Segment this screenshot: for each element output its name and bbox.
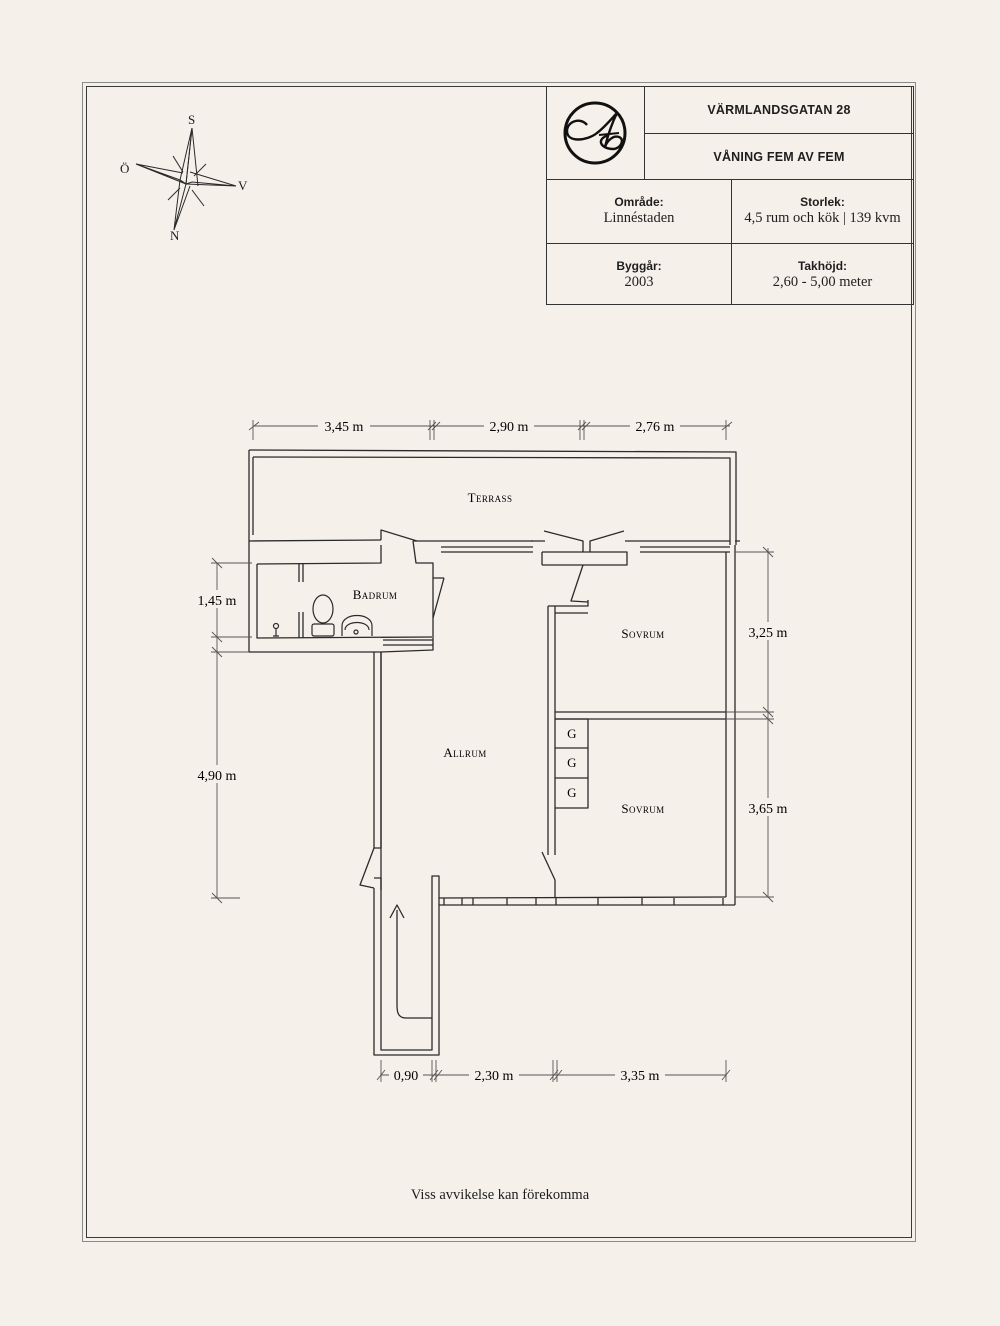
compass-rose-icon [135,127,237,231]
ceiling-height-value: 2,60 - 5,00 meter [772,274,873,290]
size-cell: Storlek: 4,5 rum och kök | 139 kvm [732,180,913,244]
bathroom-walls [248,540,444,890]
wardrobe-label-3: G [567,785,577,800]
wardrobe-label-2: G [567,755,577,770]
entrance-door [359,847,375,889]
sink-icon [341,614,373,636]
room-label-living: Allrum [443,745,486,760]
bathroom-partition [298,563,304,638]
compass-label-v: V [238,178,248,193]
stair-arrow [389,904,432,1019]
bedroom2-door [541,851,556,897]
dim-top-2: 2,90 m [490,420,529,435]
living-left-wall [373,652,382,896]
area-value: Linnéstaden [603,210,675,226]
logo-cell [547,87,645,180]
bottom-wall [438,545,736,906]
compass-label-n: N [170,228,180,243]
floor-heading: VÅNING FEM AV FEM [713,150,845,164]
ca-monogram-logo [563,101,627,165]
bedroom-left-wall [547,600,589,855]
dimension-lines [211,420,774,1082]
bathroom-fixtures [272,594,373,637]
compass-label-o: Ö [120,161,130,176]
upper-wall-outer [248,539,740,542]
stair-walls [373,875,440,1056]
toilet-tank-icon [311,623,335,637]
terrace-double-door [541,530,628,566]
address-heading: VÄRMLANDSGATAN 28 [707,103,851,117]
floor-drain-icon [273,628,279,637]
bottom-windows [443,898,724,905]
dim-top-3: 2,76 m [636,420,675,435]
area-label: Område: [614,195,664,209]
dim-right-1: 3,25 m [749,626,788,641]
compass-label-s: S [188,112,196,127]
terrace-window-2 [640,540,730,553]
address-cell: VÄRMLANDSGATAN 28 [645,87,913,134]
terrace-window-1 [441,540,533,553]
built-year-cell: Byggår: 2003 [547,244,732,304]
dimension-labels [192,416,793,1084]
inner-frame [86,86,912,1238]
room-label-terrace: Terrass [468,490,513,505]
dim-bottom-2: 2,30 m [475,1069,514,1084]
terrace-wall [248,449,737,545]
wardrobe-units [555,718,589,809]
built-year-label: Byggår: [616,259,662,273]
wardrobe-label-1: G [567,726,577,741]
size-label: Storlek: [800,195,845,209]
ceiling-height-label: Takhöjd: [797,259,848,273]
dim-bottom-1: 0,90 [394,1069,419,1084]
built-year-value: 2003 [624,274,654,290]
bedroom1-door [570,564,589,603]
area-cell: Område: Linnéstaden [547,180,732,244]
bathroom-door [383,577,445,646]
bedroom-divider [555,552,727,897]
dim-top-1: 3,45 m [325,420,364,435]
size-value: 4,5 rum och kök | 139 kvm [744,210,901,226]
terrace-door [380,529,418,542]
dim-bottom-3: 3,35 m [621,1069,660,1084]
floor-cell: VÅNING FEM AV FEM [645,134,913,180]
walls [248,449,740,1056]
title-block: VÄRMLANDSGATAN 28 VÅNING FEM AV FEM Områ… [546,86,914,305]
room-label-bedroom-1: Sovrum [621,626,664,641]
room-label-bedroom-2: Sovrum [621,801,664,816]
toilet-icon [312,594,334,624]
outer-frame [82,82,916,1242]
dim-left-1: 1,45 m [198,594,237,609]
room-label-bathroom: Badrum [353,587,398,602]
ceiling-height-cell: Takhöjd: 2,60 - 5,00 meter [732,244,913,304]
dim-left-2: 4,90 m [198,769,237,784]
disclaimer: Viss avvikelse kan förekomma [410,1187,590,1203]
dim-right-2: 3,65 m [749,802,788,817]
